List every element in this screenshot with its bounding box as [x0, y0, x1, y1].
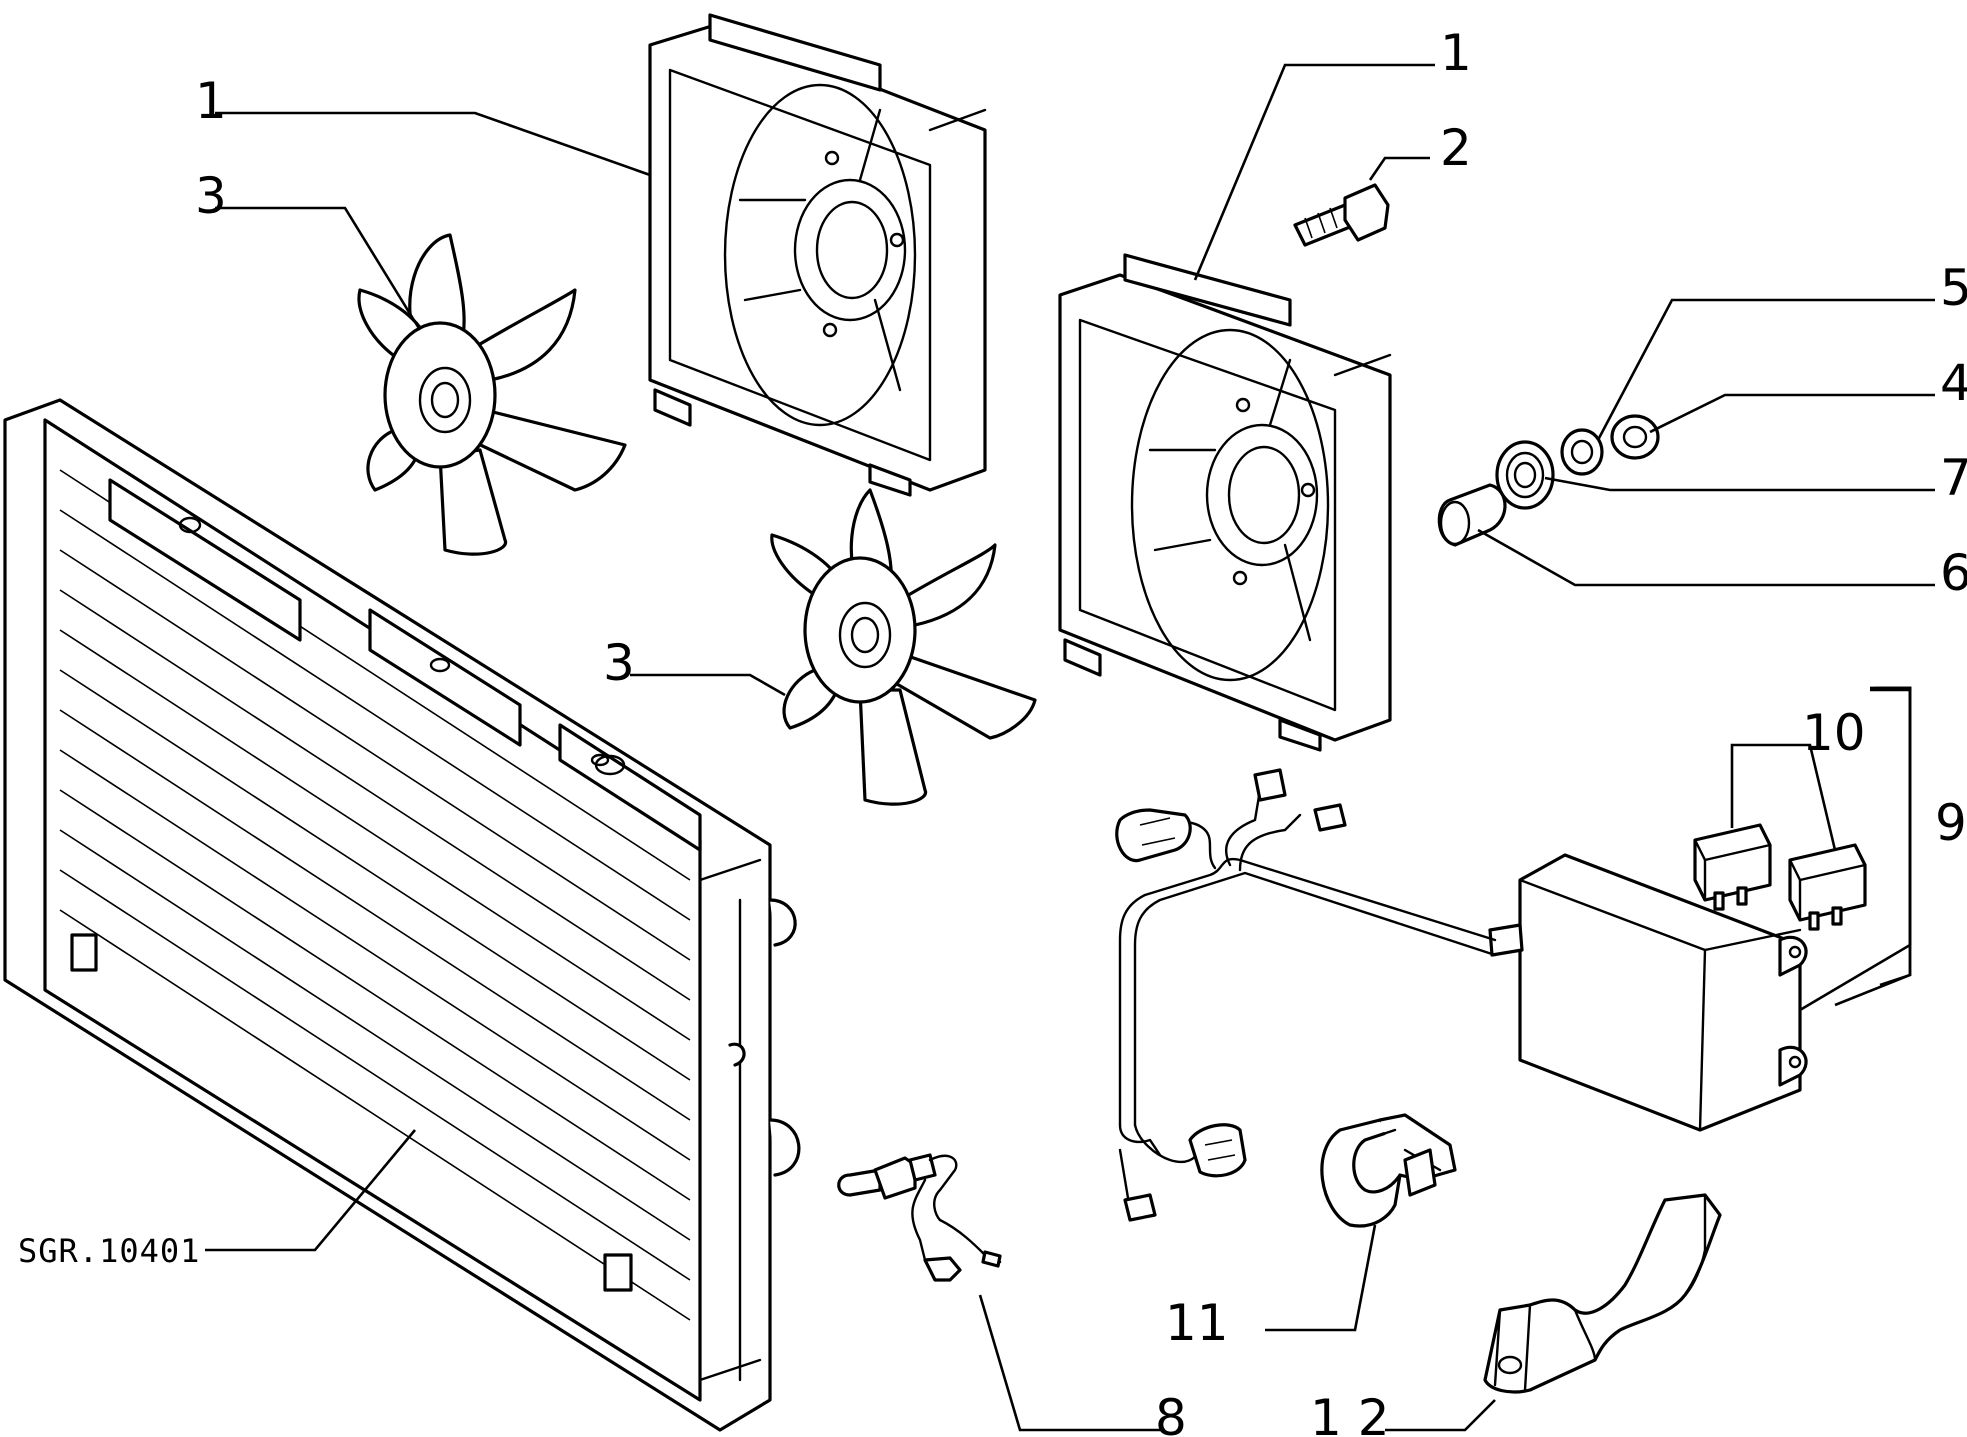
- callout-3-lower: 3: [603, 634, 635, 692]
- bolt: [1293, 183, 1390, 247]
- callout-3-upper: 3: [195, 167, 227, 225]
- group-bracket-9: [1875, 686, 1912, 987]
- bracket: [1483, 1193, 1722, 1394]
- nut: [1610, 414, 1660, 460]
- callout-9: 9: [1935, 794, 1967, 852]
- fan-housing-right: [1058, 253, 1392, 752]
- callout-1-left: 1: [195, 72, 227, 130]
- fan-blade-upper: [357, 233, 627, 556]
- callout-labels: 1 3 1 2 5 4 7 6 3 10 9 11 1 2 8 SGR.1040…: [18, 24, 1967, 1437]
- thermal-switch: [837, 1153, 1002, 1282]
- control-unit: [1488, 853, 1808, 1132]
- drawing-reference: SGR.10401: [18, 1232, 200, 1270]
- washer: [1560, 428, 1604, 476]
- callout-7: 7: [1940, 449, 1967, 507]
- spacer-sleeve: [1437, 483, 1507, 547]
- callout-10: 10: [1802, 704, 1866, 762]
- callout-2: 2: [1440, 119, 1472, 177]
- callout-1-right: 1: [1440, 24, 1472, 82]
- callout-12: 1 2: [1310, 1389, 1390, 1437]
- callout-8: 8: [1155, 1389, 1187, 1437]
- fan-housing-left: [648, 13, 987, 497]
- grommet: [1495, 440, 1555, 510]
- clamp: [1320, 1113, 1457, 1228]
- fan-blade-lower: [770, 488, 1037, 806]
- radiator: [3, 398, 801, 1432]
- wiring-harness: [1115, 768, 1497, 1222]
- callout-11: 11: [1165, 1294, 1229, 1352]
- callout-5: 5: [1940, 259, 1967, 317]
- relay-left: [1693, 823, 1772, 911]
- callout-6: 6: [1940, 544, 1967, 602]
- relay-right: [1788, 843, 1867, 931]
- callout-4: 4: [1940, 354, 1967, 412]
